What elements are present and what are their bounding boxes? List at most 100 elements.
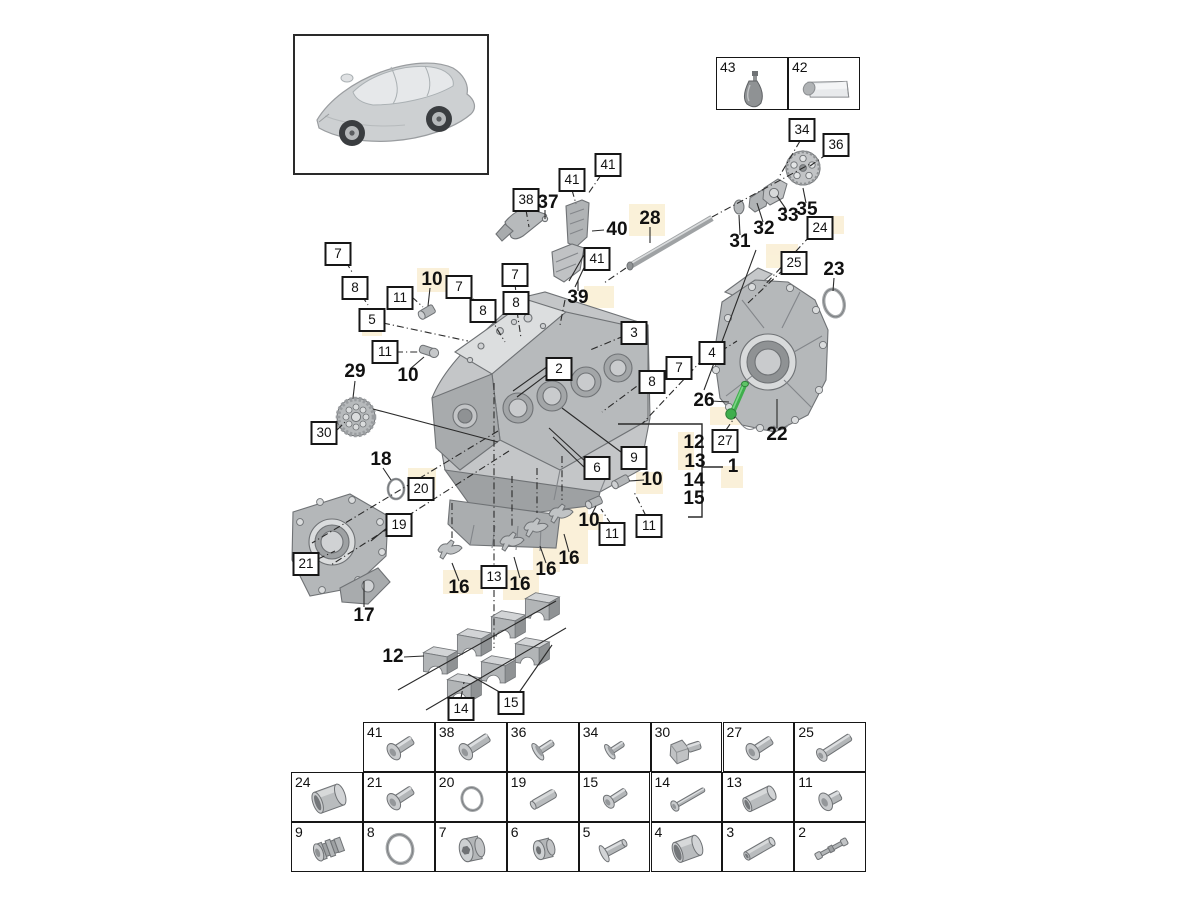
legend-cell-3[interactable]: 3 [722, 822, 795, 872]
callout-box-8[interactable]: 8 [469, 299, 497, 323]
callout-37[interactable]: 37 [537, 192, 559, 213]
callout-18[interactable]: 18 [370, 449, 392, 470]
legend-cell-25[interactable]: 25 [794, 722, 867, 772]
callout-box-7[interactable]: 7 [445, 275, 473, 299]
callout-39[interactable]: 39 [567, 287, 589, 308]
callout-box-20[interactable]: 20 [407, 477, 435, 501]
callout-1[interactable]: 1 [727, 456, 739, 477]
callout-14[interactable]: 14 [683, 470, 705, 491]
callout-33[interactable]: 33 [777, 205, 799, 226]
callout-26[interactable]: 26 [693, 390, 715, 411]
callout-16[interactable]: 16 [558, 548, 580, 569]
part-number: 6 [510, 824, 519, 840]
legend-cell-38[interactable]: 38 [434, 722, 507, 772]
callout-box-11[interactable]: 11 [371, 340, 399, 364]
callout-box-6[interactable]: 6 [583, 456, 611, 480]
callout-box-25[interactable]: 25 [780, 251, 808, 275]
seal-flange[interactable] [291, 493, 391, 605]
callout-box-7[interactable]: 7 [501, 263, 529, 287]
legend-cell-34[interactable]: 34 [578, 722, 651, 772]
callout-29[interactable]: 29 [344, 361, 366, 382]
thin_screw-part-icon [670, 787, 706, 812]
consumable-cell-43[interactable]: 43 [716, 57, 788, 110]
callout-box-8[interactable]: 8 [341, 276, 369, 300]
legend-cell-8[interactable]: 8 [362, 822, 435, 872]
legend-cell-41[interactable]: 41 [363, 722, 435, 772]
gear-and-oring[interactable] [335, 396, 406, 501]
callout-box-36[interactable]: 36 [822, 133, 850, 157]
callout-35[interactable]: 35 [796, 199, 818, 220]
callout-10[interactable]: 10 [578, 510, 600, 531]
legend-cell-13[interactable]: 13 [722, 772, 795, 822]
callout-10[interactable]: 10 [397, 365, 419, 386]
callout-box-5[interactable]: 5 [358, 308, 386, 332]
legend-cell-11[interactable]: 11 [794, 772, 867, 822]
legend-cell-19[interactable]: 19 [506, 772, 579, 822]
callout-box-19[interactable]: 19 [385, 513, 413, 537]
legend-cell-36[interactable]: 36 [506, 722, 579, 772]
legend-cell-7[interactable]: 7 [434, 822, 507, 872]
legend-cell-15[interactable]: 15 [578, 772, 651, 822]
part-number: 20 [438, 774, 455, 790]
legend-cell-4[interactable]: 4 [650, 822, 723, 872]
callout-box-14[interactable]: 14 [447, 697, 475, 721]
callout-12[interactable]: 12 [683, 432, 705, 453]
callout-box-4[interactable]: 4 [698, 341, 726, 365]
callout-box-8[interactable]: 8 [638, 370, 666, 394]
callout-box-8[interactable]: 8 [502, 291, 530, 315]
part-number: 9 [295, 824, 303, 840]
callout-23[interactable]: 23 [823, 259, 845, 280]
callout-box-9[interactable]: 9 [620, 446, 648, 470]
legend-cell-5[interactable]: 5 [578, 822, 651, 872]
callout-22[interactable]: 22 [766, 424, 788, 445]
callout-10[interactable]: 10 [421, 269, 443, 290]
callout-box-30[interactable]: 30 [310, 421, 338, 445]
callout-box-3[interactable]: 3 [620, 321, 648, 345]
oil-baffles[interactable] [495, 199, 590, 283]
callout-box-11[interactable]: 11 [635, 514, 663, 538]
legend-cell-21[interactable]: 21 [362, 772, 435, 822]
callout-box-15[interactable]: 15 [497, 691, 525, 715]
legend-cell-9[interactable]: 9 [291, 822, 363, 872]
callout-31[interactable]: 31 [729, 231, 751, 252]
callout-17[interactable]: 17 [353, 605, 375, 626]
callout-box-41[interactable]: 41 [558, 168, 586, 192]
callout-box-11[interactable]: 11 [386, 286, 414, 310]
callout-box-11[interactable]: 11 [598, 522, 626, 546]
callout-box-7[interactable]: 7 [324, 242, 352, 266]
legend-cell-14[interactable]: 14 [650, 772, 723, 822]
callout-box-7[interactable]: 7 [665, 356, 693, 380]
callout-box-41[interactable]: 41 [583, 247, 611, 271]
callout-box-21[interactable]: 21 [292, 552, 320, 576]
callout-40[interactable]: 40 [606, 219, 628, 240]
consumable-cell-42[interactable]: 42 [788, 57, 860, 110]
callout-box-38[interactable]: 38 [512, 188, 540, 212]
bearing-caps[interactable] [422, 592, 560, 702]
small-plug-parts[interactable] [417, 304, 630, 510]
callout-box-41[interactable]: 41 [594, 153, 622, 177]
legend-cell-24[interactable]: 24 [291, 772, 363, 822]
callout-28[interactable]: 28 [639, 208, 661, 229]
callout-box-24[interactable]: 24 [806, 216, 834, 240]
callout-15[interactable]: 15 [683, 488, 705, 509]
callout-box-2[interactable]: 2 [545, 357, 573, 381]
legend-cell-2[interactable]: 2 [794, 822, 867, 872]
legend-cell-27[interactable]: 27 [722, 722, 795, 772]
callout-16[interactable]: 16 [535, 559, 557, 580]
callout-10[interactable]: 10 [641, 469, 663, 490]
legend-cell-30[interactable]: 30 [650, 722, 723, 772]
stud-part-icon [814, 837, 849, 860]
callout-box-13[interactable]: 13 [480, 565, 508, 589]
selected-part-26[interactable] [725, 380, 749, 420]
pin-part-icon [529, 789, 557, 810]
callout-box-34[interactable]: 34 [788, 118, 816, 142]
callout-13[interactable]: 13 [684, 451, 706, 472]
legend-cell-20[interactable]: 20 [434, 772, 507, 822]
legend-cell-6[interactable]: 6 [506, 822, 579, 872]
callout-32[interactable]: 32 [753, 218, 775, 239]
callout-16[interactable]: 16 [509, 574, 531, 595]
callout-16[interactable]: 16 [448, 577, 470, 598]
callout-box-27[interactable]: 27 [711, 429, 739, 453]
callout-12[interactable]: 12 [382, 646, 404, 667]
engine-block[interactable] [431, 291, 651, 552]
